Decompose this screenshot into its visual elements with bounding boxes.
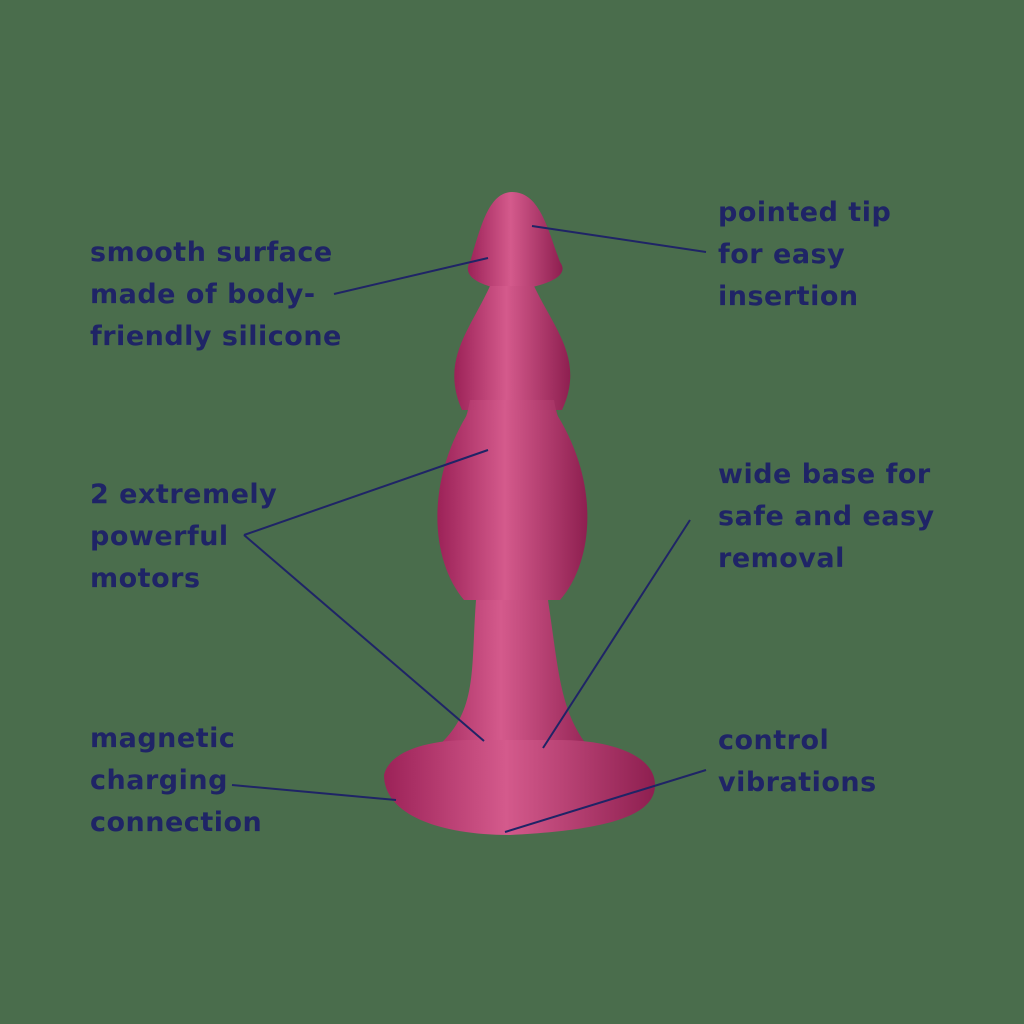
- annotation-line: friendly silicone: [90, 321, 342, 352]
- annotation-line: made of body-: [90, 279, 316, 310]
- annotation-line: 2 extremely: [90, 479, 278, 510]
- annotation-line: control: [718, 725, 830, 756]
- annotation-smooth-surface: smooth surface made of body- friendly si…: [90, 232, 342, 358]
- annotation-line: powerful: [90, 521, 229, 552]
- leader-lines: [231, 225, 707, 833]
- annotation-line: pointed tip: [718, 197, 892, 228]
- annotation-wide-base: wide base for safe and easy removal: [718, 454, 935, 580]
- annotation-magnetic-charging: magnetic charging connection: [90, 718, 262, 844]
- annotation-line: motors: [90, 563, 201, 594]
- annotation-line: smooth surface: [90, 237, 333, 268]
- annotation-line: charging: [90, 765, 228, 796]
- annotation-pointed-tip: pointed tip for easy insertion: [718, 192, 891, 318]
- annotation-line: safe and easy: [718, 501, 935, 532]
- beaded-plug-shape: [384, 192, 655, 835]
- annotation-line: magnetic: [90, 723, 236, 754]
- annotation-line: insertion: [718, 281, 859, 312]
- annotation-line: removal: [718, 543, 845, 574]
- annotation-line: wide base for: [718, 459, 931, 490]
- annotation-line: for easy: [718, 239, 846, 270]
- annotation-line: connection: [90, 807, 263, 838]
- annotation-line: vibrations: [718, 767, 877, 798]
- annotation-motors: 2 extremely powerful motors: [90, 474, 277, 600]
- annotation-control-vibrations: control vibrations: [718, 720, 877, 804]
